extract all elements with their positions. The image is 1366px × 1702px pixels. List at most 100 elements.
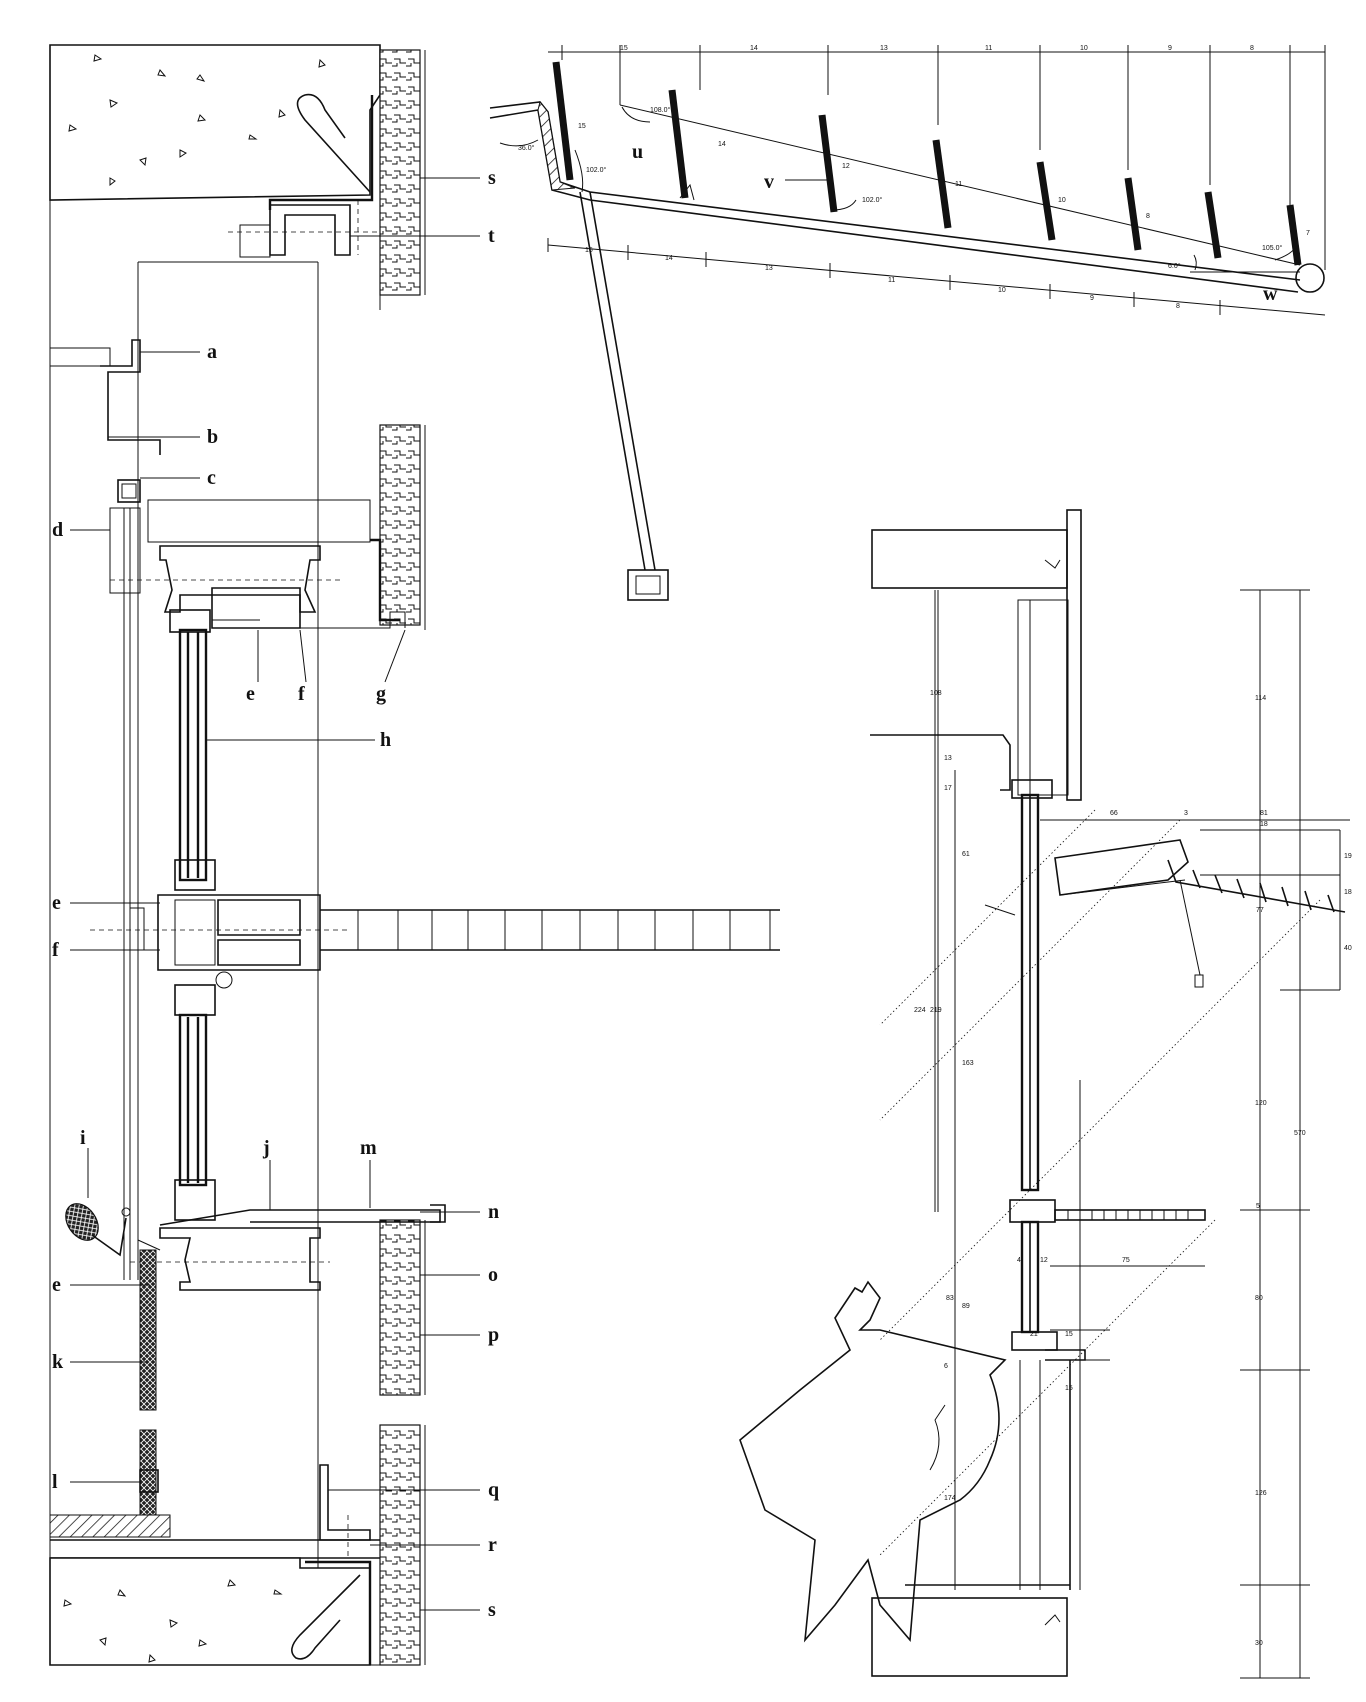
dim-61: 61 [962,851,970,858]
bottom-dim-7: 8 [1176,303,1180,310]
bottom-dim-6: 9 [1090,295,1094,302]
label-m: m [360,1137,377,1159]
louvre-detail: u v w 36.0° 102.0° 108.0° 102.0° 105.0° … [489,45,1326,601]
dim-19: 19 [1344,853,1352,860]
square-tube-c [117,479,141,503]
dim-114: 114 [1255,695,1266,702]
blade-h-5: 10 [1058,197,1066,204]
label-d: d [52,519,63,541]
label-v: v [764,171,774,193]
dim-66: 66 [1110,810,1118,817]
dim-30: 30 [1255,1640,1263,1647]
bottom-dim-2: 14 [665,255,673,262]
lamp-i [65,1203,99,1241]
top-dim-4: 11 [985,45,992,52]
dim-81: 81 [1260,810,1268,817]
dim-6: 6 [944,1363,948,1370]
dim-18-side: 18 [1344,889,1352,896]
dim-12: 12 [1040,1257,1048,1264]
angle-36: 36.0° [518,144,535,152]
window-frame-lower [178,1013,208,1187]
label-k: k [52,1351,64,1373]
section-dimension-lines [937,589,1350,1679]
label-f-top: f [298,683,305,705]
dim-80: 80 [1255,1295,1263,1302]
dim-18-top: 18 [1260,821,1268,828]
grating-walkway [320,909,780,951]
label-s-top: s [488,167,496,189]
brick-wall-top [379,49,421,296]
left-labels: s t a b c d e f g h e f i j m n o e p k … [52,167,499,1621]
label-l: l [52,1471,58,1493]
label-e-mid: e [52,892,61,914]
human-figure [739,1280,1007,1643]
panel-l-lower [139,1429,157,1521]
bottom-dim-4: 11 [888,277,895,284]
label-g: g [376,683,386,705]
label-q: q [488,1479,499,1501]
label-f-mid: f [52,939,59,961]
blade-h-3: 12 [842,163,850,170]
dim-89: 89 [962,1303,970,1310]
sill-j [159,1209,441,1226]
blade-h-7: 7 [1306,230,1310,237]
brick-wall-lower [379,1219,421,1396]
dim-15-b: 15 [1065,1385,1073,1392]
dim-224: 224 [914,1007,926,1014]
support-angle-t [269,204,351,256]
label-i: i [80,1127,86,1149]
dim-570: 570 [1294,1130,1306,1137]
angle-105: 105.0° [1262,244,1283,252]
blade-h-4: 11 [955,181,962,188]
dim-126: 126 [1255,1490,1267,1497]
panel-k [139,1249,157,1411]
label-n: n [488,1201,499,1223]
blade-h-6: 8 [1146,213,1150,220]
top-dim-6: 9 [1168,45,1172,52]
left-detail-section [49,44,780,1666]
label-leaders [70,177,480,1611]
section-bottom-slab [871,1597,1068,1677]
lintel [147,499,371,543]
full-height-section: 114 120 80 126 30 570 108 13 17 61 224 2… [739,509,1352,1679]
dim-4: 4 [1017,1257,1021,1264]
dim-17: 17 [944,785,952,792]
dim-77: 77 [1256,907,1264,914]
label-e-low: e [52,1274,61,1296]
bottom-dim-1: 15 [585,247,593,254]
label-t: t [488,225,495,247]
angle-6: 6.0° [1168,262,1181,270]
label-r: r [488,1534,497,1556]
top-dim-7: 8 [1250,45,1254,52]
angle-q [319,1464,371,1541]
dim-15-a: 15 [1065,1331,1073,1338]
roller-blind-d [109,507,141,594]
label-s-bottom: s [488,1599,496,1621]
top-dim-3: 13 [880,45,888,52]
section-top-slab [871,529,1068,589]
floor-finish [49,1514,171,1538]
bottom-concrete-slab [49,1557,371,1666]
dim-40: 40 [1344,945,1352,952]
dim-163: 163 [962,1060,974,1067]
dim-108: 108 [930,690,942,697]
top-concrete-slab [49,44,381,201]
label-c: c [207,467,216,489]
sunshade-upper [1054,839,1189,896]
louvre-frame [489,101,1301,281]
transom-beam [157,894,321,971]
dim-3: 3 [1184,810,1188,817]
dim-219: 219 [930,1007,942,1014]
label-w: w [1263,283,1278,305]
dim-21: 21 [1030,1331,1038,1338]
end-tube-w [1295,263,1325,293]
dim-75: 75 [1122,1257,1130,1264]
label-u: u [632,141,643,163]
blade-h-1: 15 [578,123,586,130]
angle-102-b: 102.0° [862,196,883,204]
louvre-blades [552,61,1302,266]
label-a: a [207,341,217,363]
dim-174: 174 [944,1495,956,1502]
label-o: o [488,1264,498,1286]
dim-5: 5 [1256,1203,1260,1210]
